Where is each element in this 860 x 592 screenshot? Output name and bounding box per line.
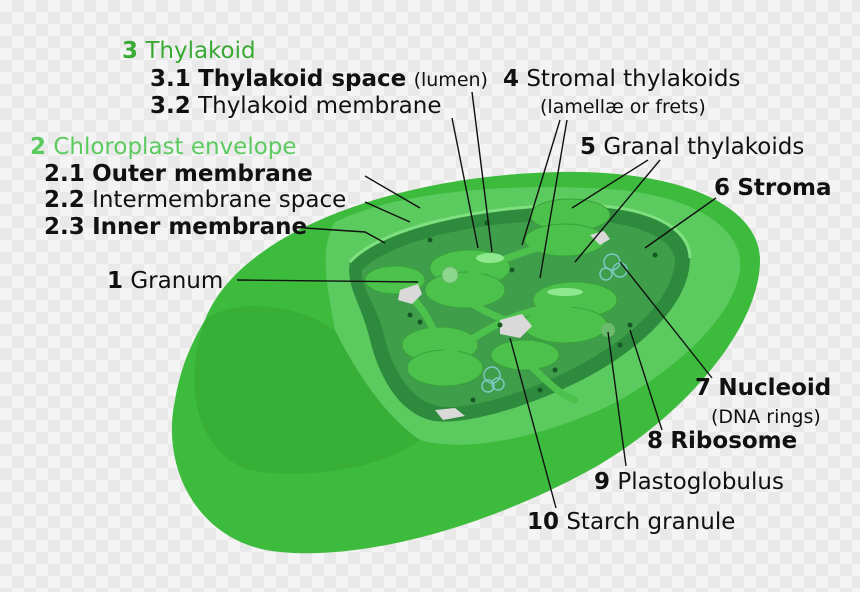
label-thylakoid-num: 3 (122, 38, 138, 64)
label-plastoglobulus: 9 Plastoglobulus (594, 469, 784, 495)
label-plasto-num: 9 (594, 469, 610, 495)
plastoglobulus (442, 267, 458, 283)
label-stromal-num: 4 (503, 66, 519, 92)
label-stromal-note: (lamellæ or frets) (540, 93, 706, 120)
label-outer-text: Outer membrane (92, 161, 313, 187)
label-granal-thylakoids: 5 Granal thylakoids (580, 134, 804, 160)
label-nucleoid-text: Nucleoid (718, 375, 831, 401)
granum-stack (491, 340, 559, 370)
label-envelope: 2 Chloroplast envelope (30, 134, 297, 160)
label-stromal-note-text: (lamellæ or frets) (540, 96, 706, 118)
label-intermembrane-text: Intermembrane space (92, 187, 346, 213)
label-ribosome-text: Ribosome (670, 428, 797, 454)
label-granal-text: Granal thylakoids (603, 134, 804, 160)
label-thylakoid-space-text: Thylakoid space (198, 66, 406, 92)
label-thylakoid: 3 Thylakoid (122, 38, 256, 64)
label-intermembrane: 2.2 Intermembrane space (44, 187, 346, 213)
label-stromal-text: Stromal thylakoids (526, 66, 740, 92)
label-thylakoid-text: Thylakoid (145, 38, 255, 64)
label-granum: 1 Granum (107, 268, 223, 294)
label-plasto-text: Plastoglobulus (617, 469, 784, 495)
label-granal-num: 5 (580, 134, 596, 160)
label-ribosome: 8 Ribosome (647, 428, 797, 454)
label-granum-text: Granum (130, 268, 223, 294)
label-nucleoid-note-text: (DNA rings) (711, 406, 821, 428)
label-inner-text: Inner membrane (92, 214, 307, 240)
label-nucleoid-num: 7 (695, 375, 711, 401)
label-thylakoid-membrane-num: 3.2 (150, 93, 191, 119)
label-thylakoid-membrane-text: Thylakoid membrane (198, 93, 441, 119)
label-granum-num: 1 (107, 268, 123, 294)
label-nucleoid-note: (DNA rings) (711, 403, 821, 430)
label-thylakoid-space-note: (lumen) (414, 69, 488, 91)
label-stroma-num: 6 (714, 175, 730, 201)
label-outer-membrane: 2.1 Outer membrane (44, 161, 313, 187)
label-starch-text: Starch granule (566, 509, 735, 535)
label-stroma-text: Stroma (737, 175, 831, 201)
label-starch-num: 10 (527, 509, 559, 535)
label-inner-membrane: 2.3 Inner membrane (44, 214, 307, 240)
label-stroma: 6 Stroma (714, 175, 832, 201)
label-ribosome-num: 8 (647, 428, 663, 454)
label-starch-granule: 10 Starch granule (527, 509, 735, 535)
label-thylakoid-space-num: 3.1 (150, 66, 191, 92)
label-intermembrane-num: 2.2 (44, 187, 85, 213)
label-envelope-text: Chloroplast envelope (53, 134, 296, 160)
label-inner-num: 2.3 (44, 214, 85, 240)
label-thylakoid-membrane: 3.2 Thylakoid membrane (150, 93, 442, 119)
label-nucleoid: 7 Nucleoid (695, 375, 831, 401)
label-thylakoid-space: 3.1 Thylakoid space (lumen) (150, 66, 488, 93)
label-stromal-thylakoids: 4 Stromal thylakoids (503, 66, 740, 92)
label-envelope-num: 2 (30, 134, 46, 160)
label-outer-num: 2.1 (44, 161, 85, 187)
